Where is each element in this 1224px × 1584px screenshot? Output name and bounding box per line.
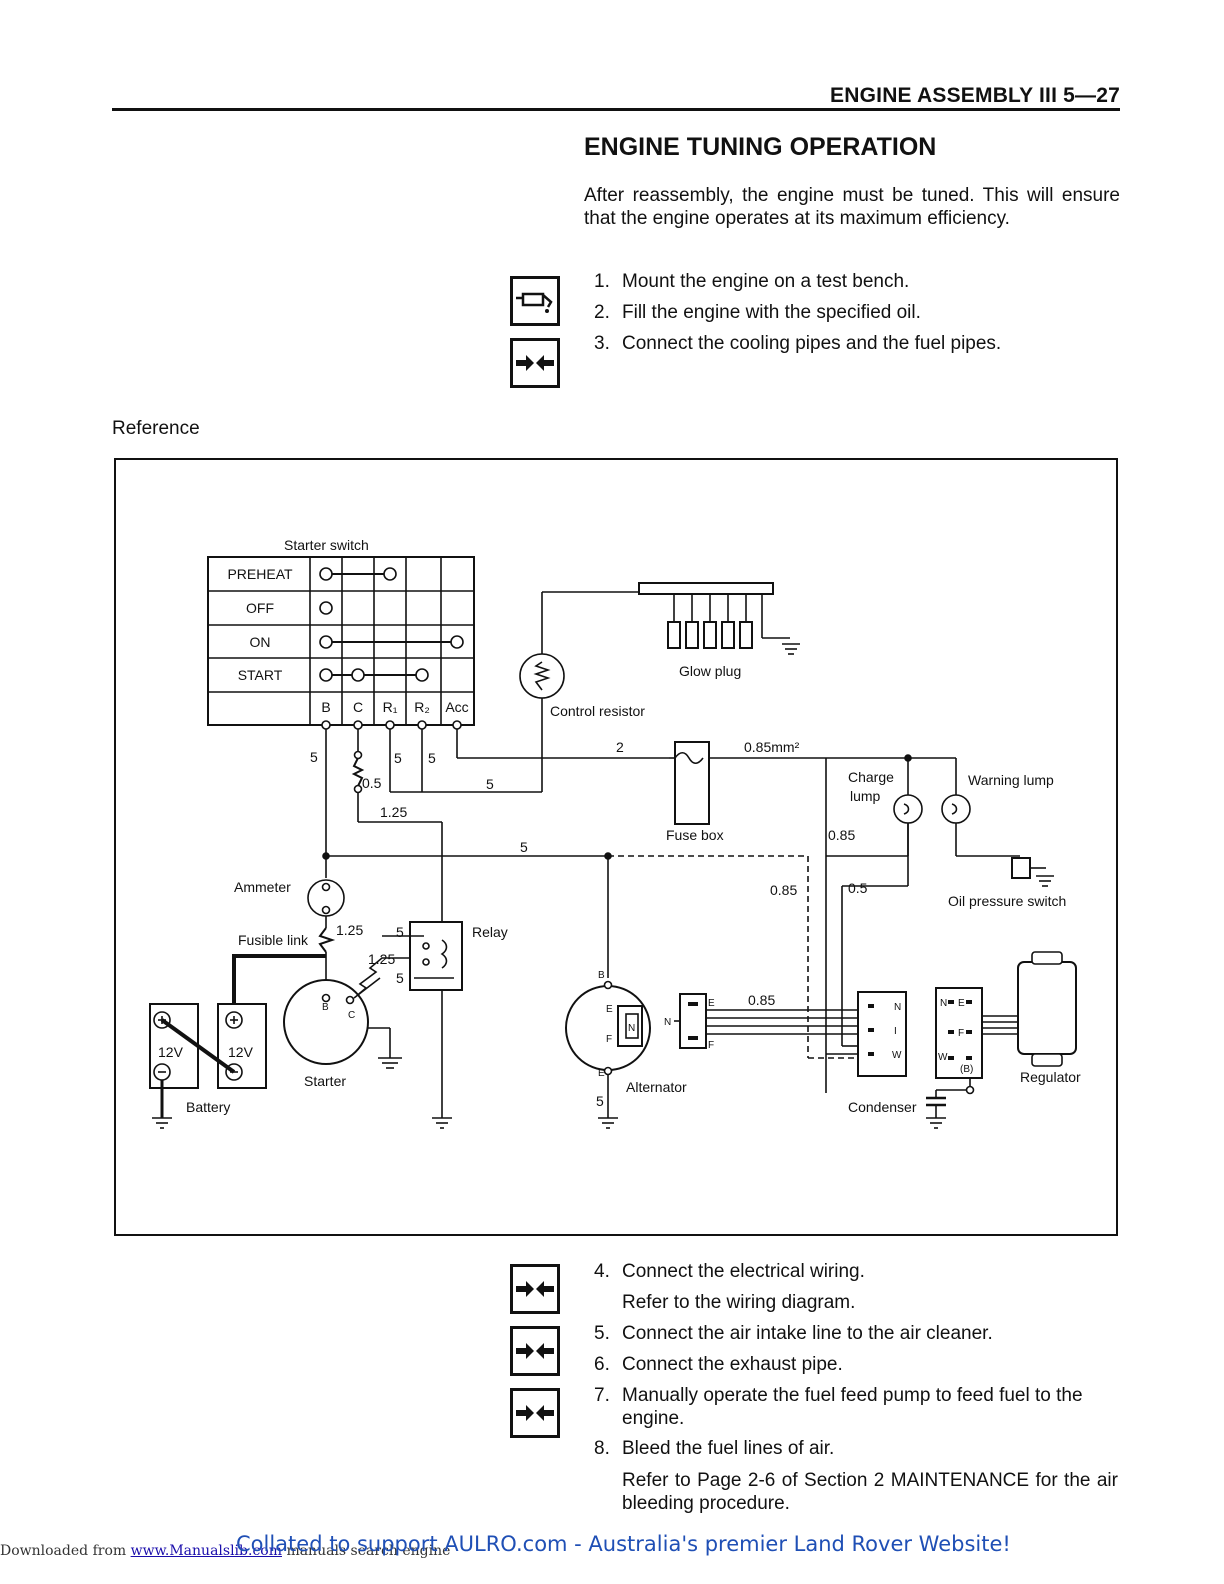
connect-arrows-icon bbox=[510, 1326, 560, 1376]
battery-label: Battery bbox=[186, 1099, 230, 1115]
wire-size-label: 5 bbox=[394, 750, 402, 766]
cond-terminal-w: W bbox=[892, 1050, 902, 1061]
terminal-b: B bbox=[321, 699, 330, 715]
regulator-label: Regulator bbox=[1020, 1069, 1081, 1085]
reg-terminal-n: N bbox=[940, 998, 947, 1009]
reference-label: Reference bbox=[112, 418, 200, 439]
step-4: 4.Connect the electrical wiring. bbox=[594, 1261, 865, 1282]
battery-volt-2: 12V bbox=[228, 1044, 254, 1060]
note-bleeding: Refer to Page 2-6 of Section 2 MAINTENAN… bbox=[622, 1470, 1118, 1514]
connect-arrows-icon bbox=[510, 338, 560, 388]
wire-size-label: 0.85 bbox=[828, 827, 855, 843]
starter-label: Starter bbox=[304, 1073, 346, 1089]
charge-lump-label-2: lump bbox=[850, 788, 881, 804]
alt-terminal-e2: E bbox=[598, 1068, 605, 1079]
wire-size-label: 0.85 bbox=[748, 992, 775, 1008]
step-5: 5.Connect the air intake line to the air… bbox=[594, 1323, 993, 1344]
reg-terminal-e: E bbox=[958, 998, 965, 1009]
warning-lump-label: Warning lump bbox=[968, 772, 1054, 788]
intro-paragraph: After reassembly, the engine must be tun… bbox=[584, 185, 1120, 229]
reg-terminal-b: (B) bbox=[960, 1064, 973, 1075]
connect-arrows-icon bbox=[510, 1388, 560, 1438]
footer-download-line: Downloaded from www.Manualslib.com manua… bbox=[0, 1543, 451, 1559]
wire-size-label: 5 bbox=[396, 970, 404, 986]
cond-terminal-n: N bbox=[894, 1002, 901, 1013]
battery-volt-1: 12V bbox=[158, 1044, 184, 1060]
control-resistor-label: Control resistor bbox=[550, 703, 645, 719]
alternator-label: Alternator bbox=[626, 1079, 687, 1095]
terminal-r2: R₂ bbox=[414, 699, 430, 715]
plug-terminal-n: N bbox=[664, 1017, 671, 1028]
switch-row-on: ON bbox=[250, 634, 271, 650]
fuse-box-label: Fuse box bbox=[666, 827, 724, 843]
wiring-diagram-frame bbox=[114, 458, 1118, 1236]
wire-size-label: 0.5 bbox=[362, 775, 382, 791]
starter-terminal-c: C bbox=[348, 1010, 355, 1021]
step-1: 1.Mount the engine on a test bench. bbox=[594, 271, 910, 292]
wire-size-label: 1.25 bbox=[336, 922, 363, 938]
step-3: 3.Connect the cooling pipes and the fuel… bbox=[594, 333, 1002, 354]
alt-terminal-n: N bbox=[628, 1023, 635, 1034]
wire-size-label: 5 bbox=[396, 924, 404, 940]
ammeter-label: Ammeter bbox=[234, 879, 291, 895]
footer-collated-banner: Collated to support AULRO.com - Australi… bbox=[236, 1532, 1011, 1556]
wire-size-label: 0.85 bbox=[770, 882, 797, 898]
terminal-c: C bbox=[353, 699, 363, 715]
cond-terminal-i: I bbox=[894, 1026, 897, 1037]
glow-plug-label: Glow plug bbox=[679, 663, 741, 679]
starter-terminal-b: B bbox=[322, 1002, 329, 1013]
alt-terminal-e: E bbox=[606, 1004, 613, 1015]
step-7: 7.Manually operate the fuel feed pump to… bbox=[594, 1385, 1083, 1429]
step-8: 8.Bleed the fuel lines of air. bbox=[594, 1438, 835, 1459]
fusible-link-label: Fusible link bbox=[238, 932, 309, 948]
wire-size-label: 2 bbox=[616, 739, 624, 755]
condenser-label: Condenser bbox=[848, 1099, 917, 1115]
step-2: 2.Fill the engine with the specified oil… bbox=[594, 302, 921, 323]
wiring-diagram: Starter switch PREHEAT OFF ON START B C … bbox=[149, 537, 1081, 1129]
manualslib-link[interactable]: www.Manualslib.com bbox=[130, 1543, 282, 1559]
oil-pressure-switch-label: Oil pressure switch bbox=[948, 893, 1066, 909]
page-header-title: ENGINE ASSEMBLY III 5—27 bbox=[830, 84, 1120, 107]
reg-terminal-f: F bbox=[958, 1028, 964, 1039]
alt-terminal-b: B bbox=[598, 970, 605, 981]
wire-size-label: 5 bbox=[310, 749, 318, 765]
switch-row-preheat: PREHEAT bbox=[227, 566, 293, 582]
oil-can-icon bbox=[510, 276, 560, 326]
step-6: 6.Connect the exhaust pipe. bbox=[594, 1354, 843, 1375]
wire-size-label: 0.5 bbox=[848, 880, 868, 896]
terminal-r1: R₁ bbox=[383, 699, 398, 715]
wire-size-label: 0.85mm² bbox=[744, 739, 800, 755]
terminal-acc: Acc bbox=[445, 699, 468, 715]
connect-arrows-icon bbox=[510, 1264, 560, 1314]
wire-size-label: 5 bbox=[520, 839, 528, 855]
alt-terminal-f: F bbox=[606, 1034, 612, 1045]
relay-label: Relay bbox=[472, 924, 508, 940]
section-title: ENGINE TUNING OPERATION bbox=[584, 133, 937, 161]
wire-size-label: 5 bbox=[596, 1093, 604, 1109]
reg-terminal-w: W bbox=[938, 1052, 948, 1063]
wire-size-label: 5 bbox=[486, 776, 494, 792]
switch-row-off: OFF bbox=[246, 600, 274, 616]
wire-size-label: 1.25 bbox=[380, 804, 407, 820]
starter-switch-title: Starter switch bbox=[284, 537, 369, 553]
header-rule bbox=[112, 108, 1120, 111]
wire-size-label: 1.25 bbox=[368, 951, 395, 967]
plug-terminal-f: F bbox=[708, 1040, 714, 1051]
charge-lump-label-1: Charge bbox=[848, 769, 894, 785]
note-wiring: Refer to the wiring diagram. bbox=[622, 1292, 856, 1313]
switch-row-start: START bbox=[238, 667, 283, 683]
plug-terminal-e: E bbox=[708, 998, 715, 1009]
wire-size-label: 5 bbox=[428, 750, 436, 766]
